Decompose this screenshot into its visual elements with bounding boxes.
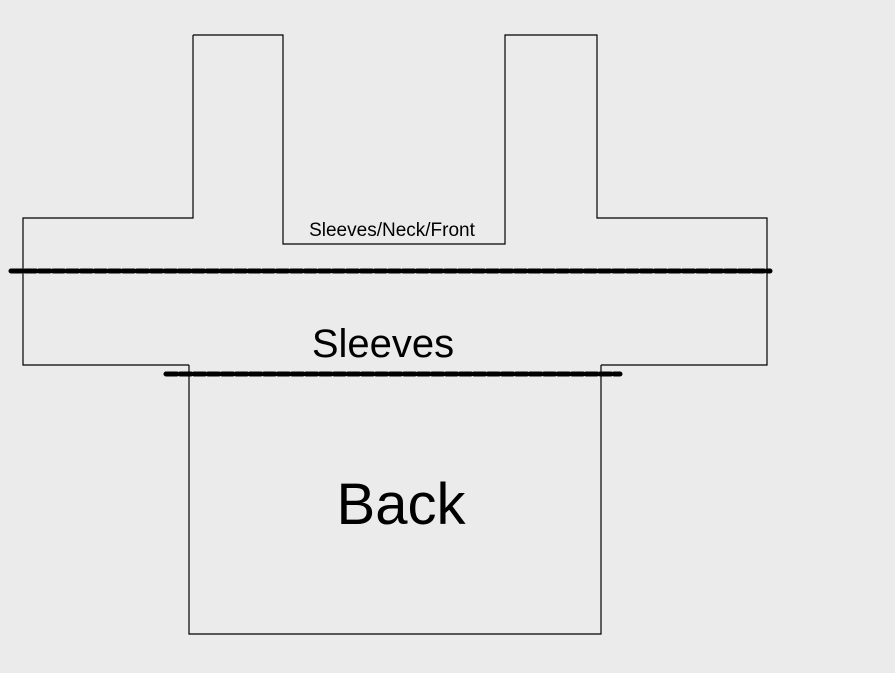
bottom-panel-label: Back xyxy=(337,472,467,537)
middle-panel-label: Sleeves xyxy=(312,322,454,366)
top-panel-label: Sleeves/Neck/Front xyxy=(309,220,476,241)
back-piece-outline xyxy=(188,365,602,635)
top-piece-outline-left xyxy=(22,35,194,366)
top-piece-outline xyxy=(193,34,768,366)
